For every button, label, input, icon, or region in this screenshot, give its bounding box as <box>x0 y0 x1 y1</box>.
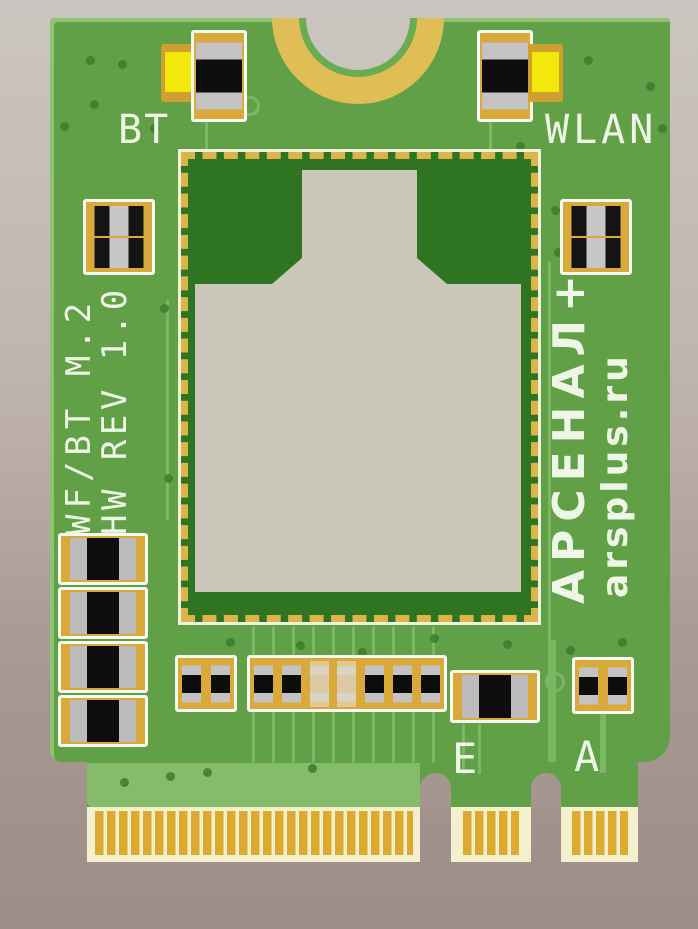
key-a-notch <box>531 773 561 809</box>
resistor-body <box>482 35 528 117</box>
via-dot <box>150 124 159 133</box>
capacitor-body <box>63 700 143 742</box>
capacitor-body <box>455 675 535 718</box>
chip-pair-bottom-left <box>175 655 237 712</box>
capacitor-body <box>63 646 143 688</box>
chip-body <box>182 660 201 707</box>
inductor-pair-left <box>83 199 155 275</box>
led-bt-die <box>165 52 192 92</box>
inductor-pair-right <box>560 199 632 275</box>
capacitor-key-e <box>450 670 540 723</box>
via-dot <box>120 778 129 787</box>
trace <box>166 300 169 520</box>
axis-gizmo: Y X Z <box>0 780 130 920</box>
inductor-body <box>90 238 148 268</box>
chip-body <box>393 660 413 707</box>
via-dot <box>166 772 175 781</box>
chip-group-bottom <box>247 655 447 712</box>
chip-pad-unpopulated <box>337 660 357 707</box>
capacitor-bank-item <box>58 641 148 693</box>
resistor-wlan <box>477 30 533 122</box>
label-wlan: WLAN <box>545 107 658 153</box>
chip-row <box>182 660 230 707</box>
via-dot <box>554 248 563 257</box>
chip-pair-key-a <box>572 657 634 714</box>
label-brand: АРСЕНАЛ+ <box>544 267 595 604</box>
edge-connector-segment-main <box>87 807 420 862</box>
gold-fingers <box>572 811 628 855</box>
via-ring <box>545 672 565 692</box>
pcb-bevel-band <box>87 763 420 807</box>
via-dot <box>164 474 173 483</box>
via-dot <box>566 646 575 655</box>
capacitor-body <box>63 592 143 634</box>
capacitor-bank-item <box>58 587 148 639</box>
via-dot <box>160 304 169 313</box>
via-dot <box>584 56 593 65</box>
chip-body <box>365 660 385 707</box>
via-dot <box>358 648 367 657</box>
trace <box>205 116 208 152</box>
via-dot <box>308 764 317 773</box>
label-revision: HW REV 1.0 <box>95 285 135 535</box>
inductor-body <box>90 206 148 236</box>
chip-body <box>254 660 273 707</box>
trace <box>548 640 556 762</box>
capacitor-body <box>63 538 143 580</box>
via-dot <box>90 100 99 109</box>
via-dot <box>646 82 655 91</box>
via-dot <box>618 638 627 647</box>
via-dot <box>60 122 69 131</box>
via-dot <box>203 768 212 777</box>
led-wlan <box>528 44 563 102</box>
label-website: arsplus.ru <box>595 352 636 598</box>
via-dot <box>296 641 305 650</box>
resistor-body <box>196 35 242 117</box>
trace <box>600 688 606 773</box>
led-bt <box>161 44 196 102</box>
chip-body <box>608 662 627 709</box>
via-dot <box>503 640 512 649</box>
chip-row <box>579 662 627 709</box>
via-dot <box>226 638 235 647</box>
inductor-stack <box>567 206 625 268</box>
edge-connector-segment-right <box>561 807 638 862</box>
via-dot <box>516 142 525 151</box>
inductor-stack <box>90 206 148 268</box>
via-dot <box>86 56 95 65</box>
gold-fingers <box>463 811 519 855</box>
inductor-body <box>567 206 625 236</box>
trace <box>462 724 465 774</box>
label-bt: BT <box>118 107 171 153</box>
label-key-e: E <box>452 734 478 783</box>
capacitor-bank-item <box>58 533 148 585</box>
via-dot <box>658 124 667 133</box>
trace <box>478 724 481 774</box>
label-product: WF/BT M.2 <box>59 296 99 535</box>
chip-row <box>254 660 440 707</box>
chip-pad-unpopulated <box>309 660 329 707</box>
trace <box>548 262 551 642</box>
via-dot <box>118 60 127 69</box>
chip-body <box>281 660 301 707</box>
inductor-body <box>567 238 625 268</box>
via-dot <box>551 206 560 215</box>
chip-body <box>211 660 230 707</box>
label-key-a: A <box>574 732 600 781</box>
chip-body <box>579 662 598 709</box>
edge-connector-segment-mid <box>451 807 531 862</box>
gold-fingers <box>95 811 413 855</box>
key-e-notch <box>420 773 451 809</box>
resistor-bt <box>191 30 247 122</box>
via-dot <box>430 634 439 643</box>
chip-body <box>420 660 440 707</box>
trace <box>489 116 492 152</box>
capacitor-bank-item <box>58 695 148 747</box>
led-wlan-die <box>532 52 559 92</box>
